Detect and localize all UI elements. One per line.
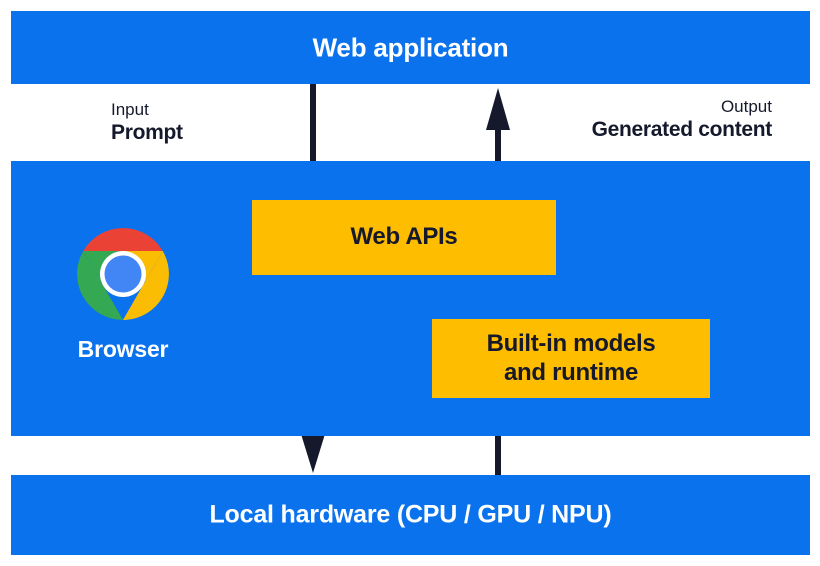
flow-input-value: Prompt	[111, 121, 183, 145]
band-local-hardware: Local hardware (CPU / GPU / NPU)	[11, 475, 810, 555]
box-builtin-models-line1: Built-in models	[486, 330, 656, 358]
flow-input-kicker: Input	[111, 100, 149, 119]
band-web-application: Web application	[11, 11, 810, 84]
browser-label: Browser	[77, 336, 169, 362]
flow-annotation-input: Input Prompt	[111, 99, 183, 147]
box-builtin-models: Built-in models and runtime	[432, 319, 710, 398]
flow-output-kicker: Output	[720, 97, 772, 116]
band-web-application-label: Web application	[312, 32, 509, 62]
box-builtin-models-label: Built-in models and runtime	[487, 330, 656, 387]
band-local-hardware-label: Local hardware (CPU / GPU / NPU)	[209, 500, 612, 529]
chrome-logo-icon	[77, 228, 169, 320]
flow-output-value: Generated content	[591, 118, 773, 142]
box-web-apis-label: Web APIs	[350, 223, 458, 251]
browser-group: Browser	[52, 226, 194, 363]
flow-annotation-output: Output Generated content	[591, 96, 773, 144]
box-builtin-models-line2: and runtime	[503, 358, 639, 386]
box-web-apis: Web APIs	[252, 200, 556, 275]
